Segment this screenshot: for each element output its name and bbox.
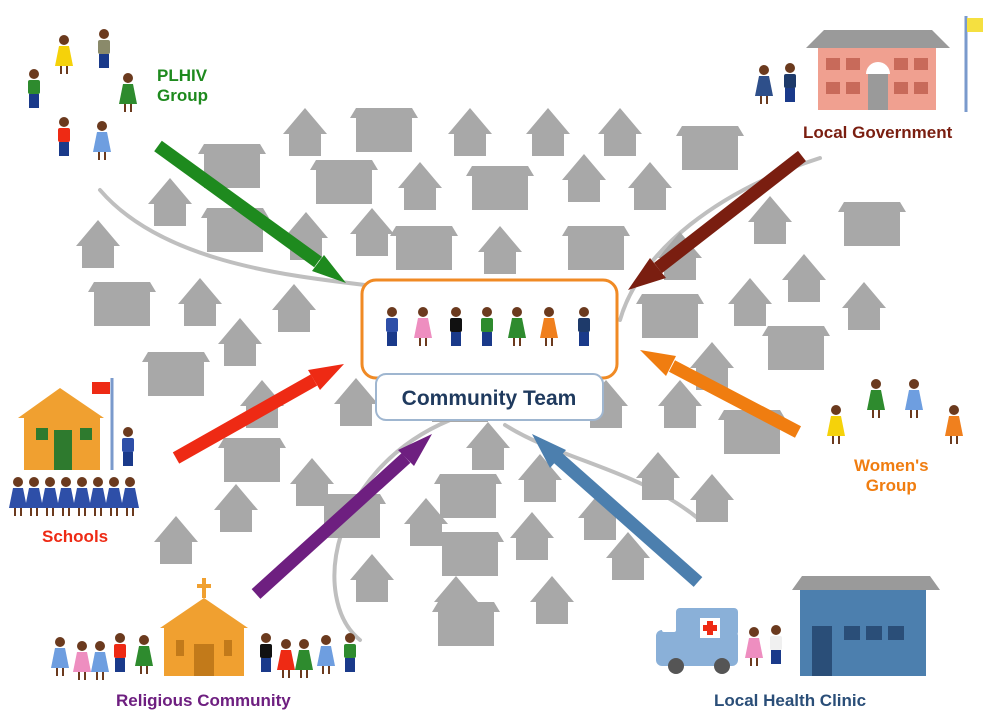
womens-group-figures [827,379,963,444]
local-health-clinic-label: Local Health Clinic [714,691,867,710]
arrow-schools [172,364,344,464]
arrow-clinic [532,434,703,587]
arrow-womens [640,350,802,438]
ambulance-icon [656,608,738,674]
womens-group-label: Women's Group [854,456,929,496]
clinic-staff-figures [745,625,782,666]
womens-label-line2: Group [865,476,917,495]
schools-label: Schools [42,527,109,546]
community-team-box: Community Team [360,278,619,421]
arrow-religious [251,434,432,599]
community-team-label: Community Team [402,387,577,410]
plhiv-group-label: PLHIV Group [157,66,208,106]
plhiv-label-line1: PLHIV [157,66,208,85]
plhiv-group-figures [28,29,137,160]
clinic-building [792,576,940,676]
womens-label-line1: Women's [854,456,929,475]
arrow-plhiv [154,140,346,283]
local-government-building [755,16,983,112]
church-building [160,578,248,676]
religious-community-label: Religious Community [116,691,291,710]
local-government-label: Local Government [803,123,953,142]
arrow-government [628,150,806,290]
plhiv-label-line2: Group [157,86,208,105]
school-building [9,378,139,516]
